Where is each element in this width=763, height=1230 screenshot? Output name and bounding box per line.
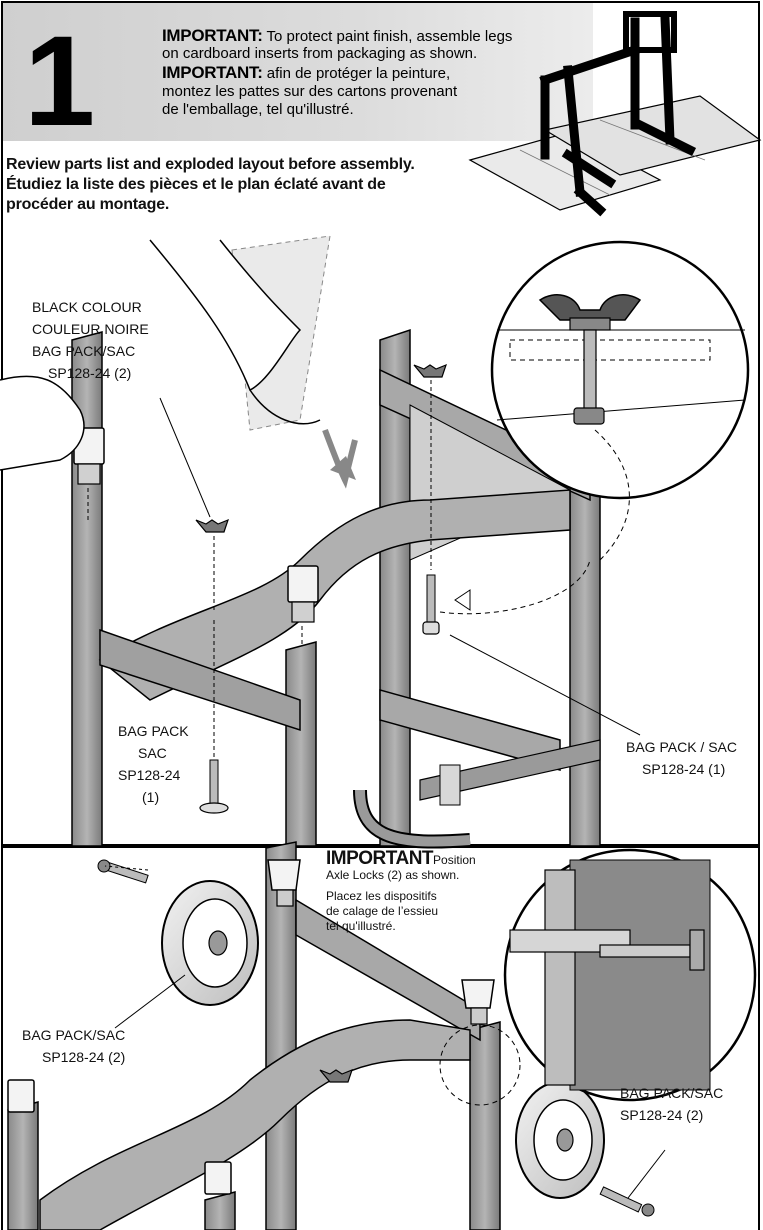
important-axle-word: IMPORTANT bbox=[326, 848, 434, 869]
leg-and-hand-illustration bbox=[0, 235, 358, 489]
leader-lines-bottom bbox=[104, 865, 666, 1199]
important-fr-word: IMPORTANT: bbox=[162, 63, 263, 82]
label-left-sac: SAC bbox=[138, 745, 167, 761]
leader-lines-top bbox=[159, 397, 641, 736]
important-en-line2: on cardboard inserts from packaging as s… bbox=[162, 45, 478, 62]
important-en-line1: IMPORTANT: To protect paint finish, asse… bbox=[162, 27, 512, 46]
cart-frame-bottom bbox=[7, 841, 501, 1230]
wing-nut-detail-circle bbox=[490, 240, 750, 561]
wheels-bottom bbox=[97, 859, 655, 1217]
important-axle-locks: IMPORTANTPosition Axle Locks (2) as show… bbox=[326, 848, 506, 934]
important-fr-line1: IMPORTANT: afin de protéger la peinture, bbox=[162, 64, 450, 83]
label-part-2: SP128-24 (2) bbox=[48, 365, 132, 381]
important-axle-en-a: Position bbox=[433, 853, 476, 867]
review-line3: procéder au montage. bbox=[6, 196, 170, 213]
label-wheel-right-bag: BAG PACK/SAC bbox=[620, 1085, 724, 1101]
cart-frame-top bbox=[71, 328, 601, 849]
important-word: IMPORTANT: bbox=[162, 26, 263, 45]
important-fr-line2: montez les pattes sur des cartons proven… bbox=[162, 83, 458, 100]
important-axle-fr-2: de calage de l’essieu bbox=[326, 904, 439, 918]
important-axle-en: IMPORTANTPosition bbox=[326, 848, 506, 869]
label-bag-pack-sac: BAG PACK/SAC bbox=[32, 343, 136, 359]
label-right-part: SP128-24 (1) bbox=[642, 761, 726, 777]
label-left-qty: (1) bbox=[142, 789, 160, 805]
review-instructions: Review parts list and exploded layout be… bbox=[6, 155, 466, 215]
important-axle-fr-1: Placez les dispositifs bbox=[326, 889, 437, 903]
label-wheel-left-part: SP128-24 (2) bbox=[42, 1049, 126, 1065]
label-wheel-left-bag: BAG PACK/SAC bbox=[22, 1027, 126, 1043]
label-left-bag-pack: BAG PACK bbox=[118, 723, 189, 739]
step-number: 1 bbox=[24, 10, 96, 153]
important-fr-line3: de l'emballage, tel qu'illustré. bbox=[162, 101, 354, 118]
important-en-text1: To protect paint finish, assemble legs bbox=[266, 28, 513, 45]
label-wheel-right-part: SP128-24 (2) bbox=[620, 1107, 704, 1123]
leg-caps-and-bolts-top bbox=[73, 363, 591, 814]
cardboard-inserts-illustration bbox=[468, 11, 762, 217]
axle-locks bbox=[267, 859, 521, 1106]
review-line2: Étudiez la liste des pièces et le plan é… bbox=[6, 176, 386, 193]
axle-detail-circle bbox=[503, 848, 757, 1102]
header-band bbox=[3, 3, 593, 141]
important-axle-fr-3: tel qu'illustré. bbox=[326, 919, 396, 933]
important-axle-en-b: Axle Locks (2) as shown. bbox=[326, 868, 460, 882]
label-right-bag-pack-sac: BAG PACK / SAC bbox=[626, 739, 737, 755]
label-left-part: SP128-24 bbox=[118, 767, 181, 783]
important-fr-text1: afin de protéger la peinture, bbox=[266, 65, 451, 82]
review-line1: Review parts list and exploded layout be… bbox=[6, 156, 415, 173]
label-black-colour: BLACK COLOUR bbox=[32, 299, 142, 315]
step-panel-bottom bbox=[1, 846, 760, 1230]
label-couleur-noire: COULEUR NOIRE bbox=[32, 321, 149, 337]
